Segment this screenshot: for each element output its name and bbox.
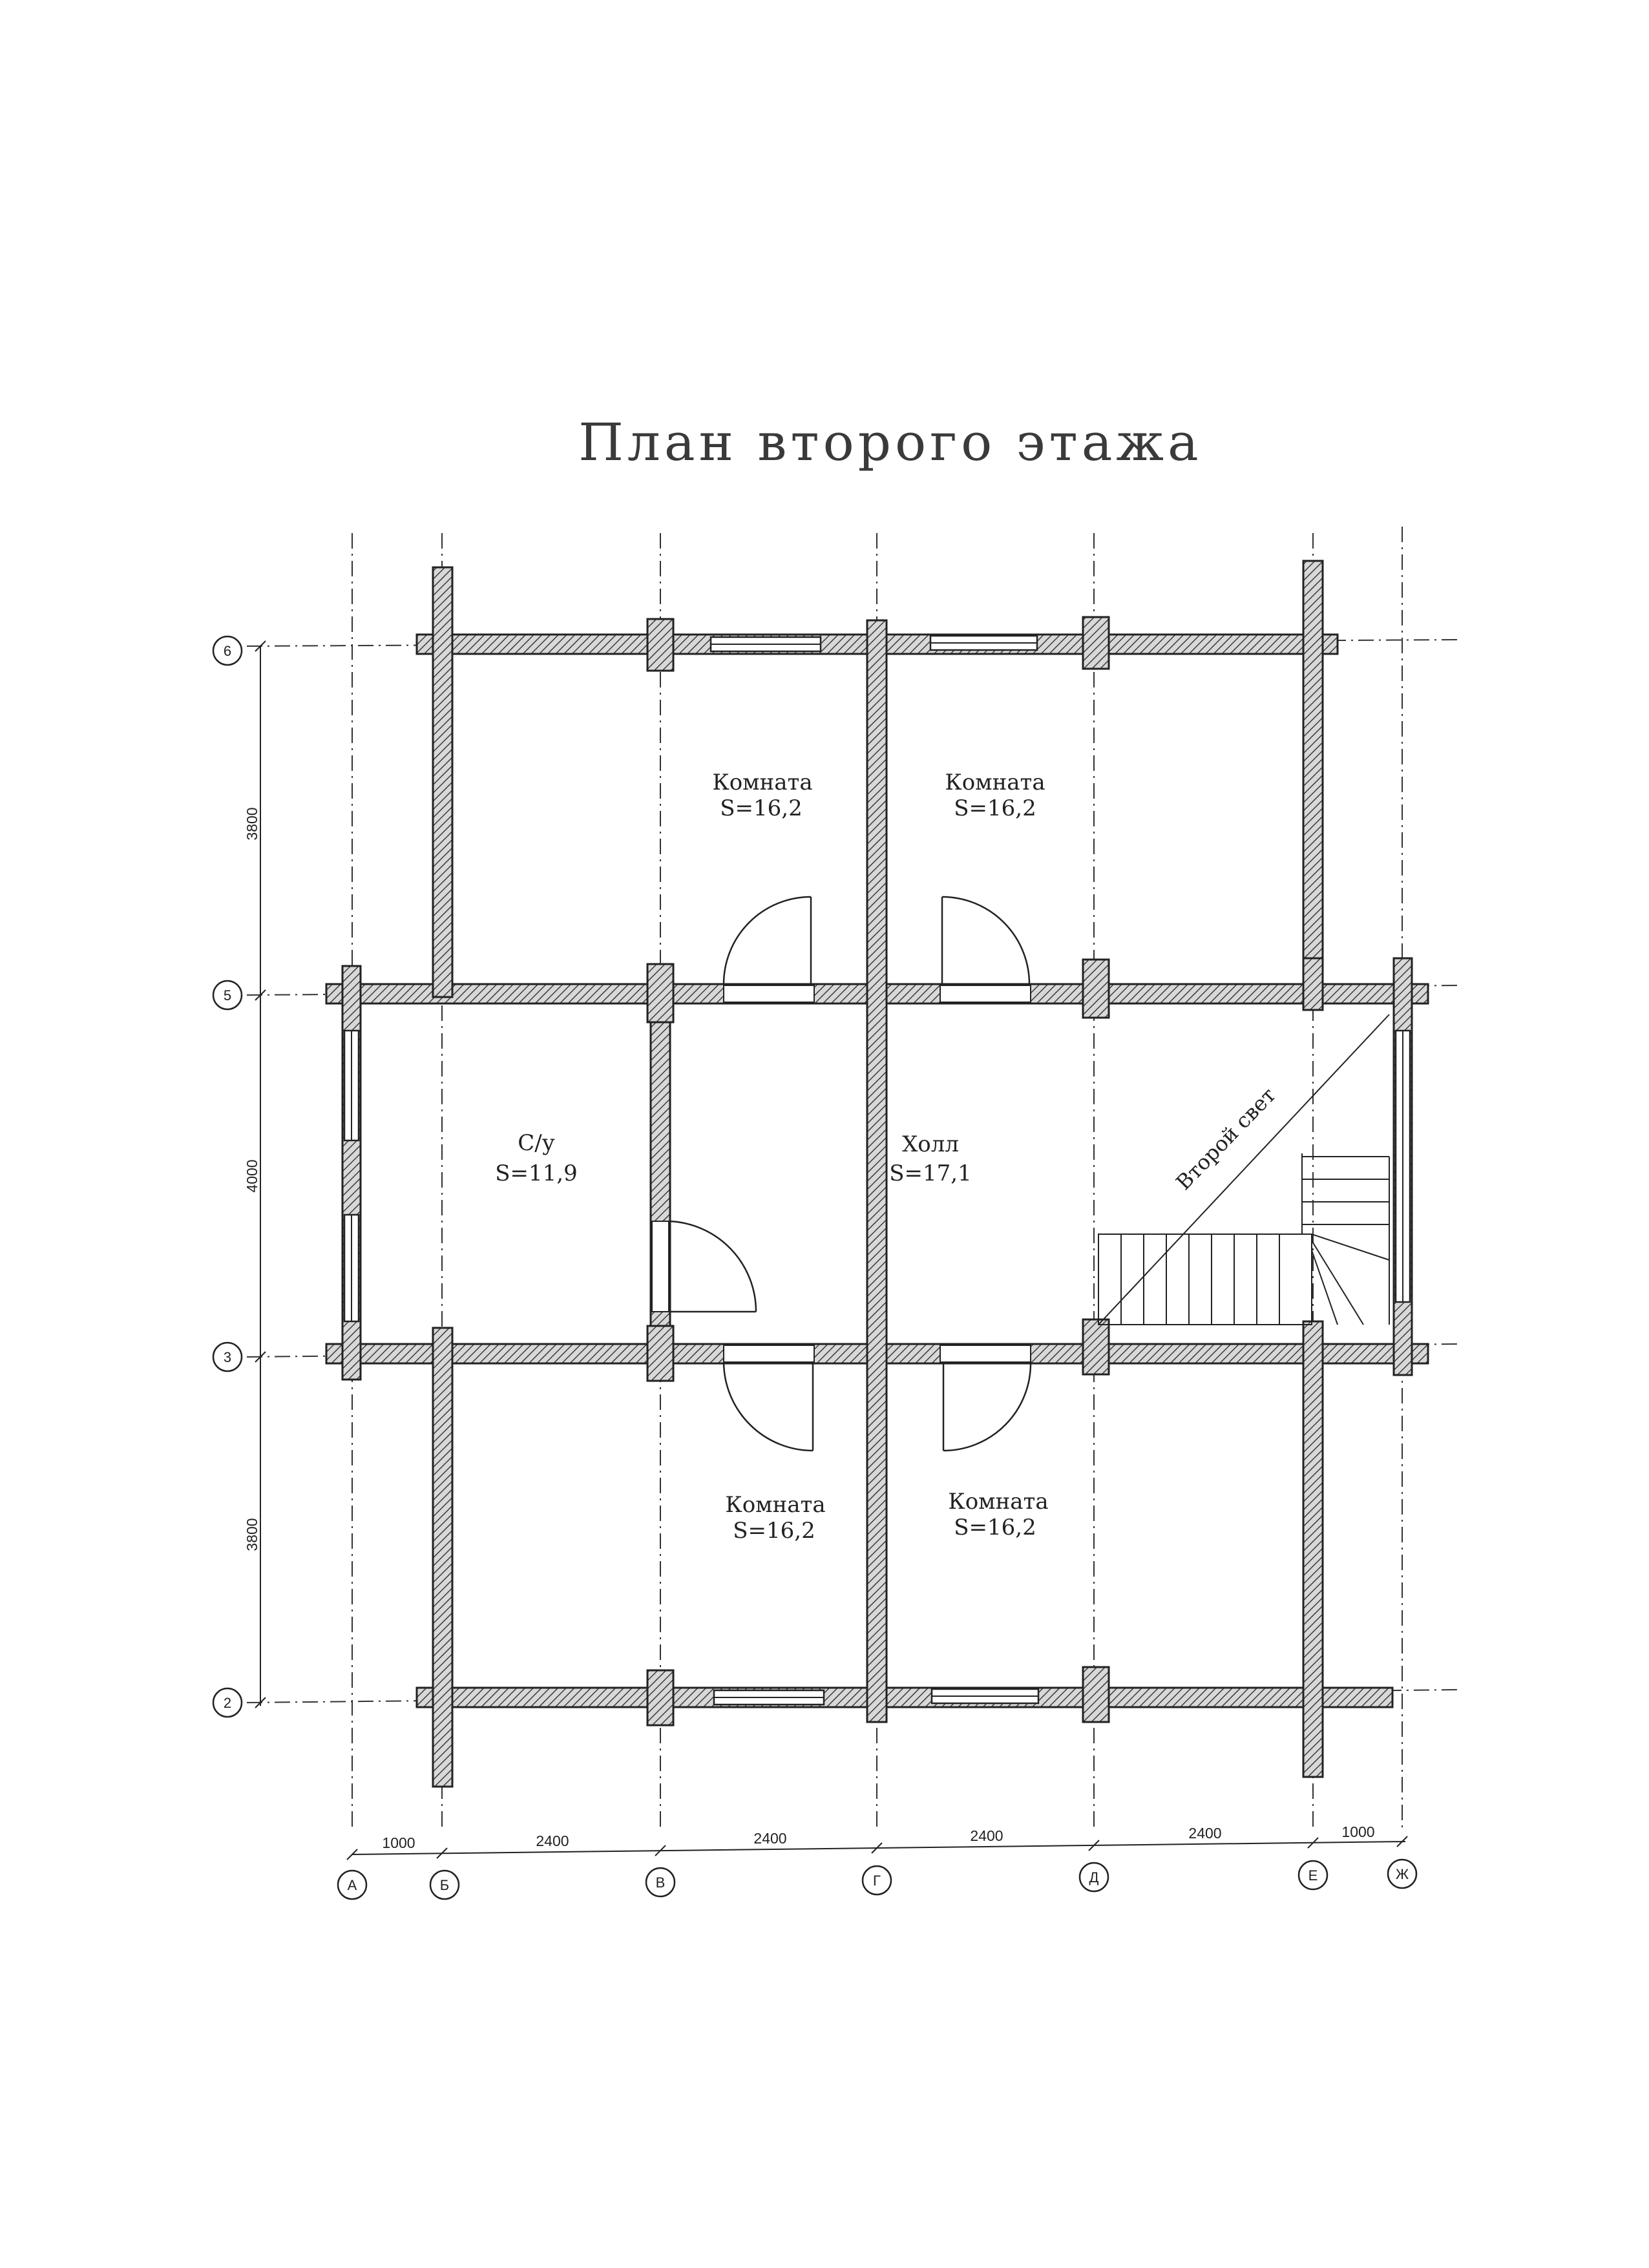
room-top-left-area: S=16,2 bbox=[720, 795, 802, 821]
axis-grid bbox=[246, 527, 1461, 1829]
axis-label-v: В bbox=[656, 1874, 666, 1891]
axis-bubble-6 bbox=[212, 635, 243, 666]
axis-label-2: 2 bbox=[224, 1695, 231, 1711]
hall-name: Холл bbox=[902, 1131, 959, 1157]
hall-area: S=17,1 bbox=[889, 1160, 971, 1186]
axis-bubble-b bbox=[429, 1869, 460, 1900]
axis-label-b: Б bbox=[440, 1877, 449, 1893]
walls bbox=[325, 560, 1429, 1788]
axis-label-a: А bbox=[348, 1877, 357, 1893]
room-top-right-name: Комната bbox=[945, 770, 1045, 795]
axis-label-d: Д bbox=[1089, 1869, 1099, 1885]
dim-h-4: 2400 bbox=[970, 1827, 1003, 1844]
dim-v-2: 4000 bbox=[244, 1159, 260, 1192]
axis-label-3: 3 bbox=[224, 1349, 231, 1365]
axis-label-e: Е bbox=[1308, 1867, 1318, 1884]
axis-bubble-d bbox=[1078, 1862, 1109, 1893]
axis-bubble-v bbox=[645, 1867, 676, 1898]
axis-label-zh: Ж bbox=[1396, 1866, 1409, 1882]
dim-h-6: 1000 bbox=[1341, 1823, 1374, 1840]
horizontal-dimensions: 1000 2400 2400 2400 2400 1000 bbox=[346, 1823, 1408, 1860]
axis-bubble-zh bbox=[1387, 1858, 1418, 1889]
dim-v-3: 3800 bbox=[244, 1518, 260, 1551]
axis-bubble-e bbox=[1297, 1860, 1329, 1891]
axis-bubble-3 bbox=[212, 1341, 243, 1372]
bathroom-name: С/у bbox=[518, 1130, 554, 1156]
doors bbox=[651, 896, 1032, 1452]
windows bbox=[343, 635, 1411, 1706]
stair-label: Второй свет bbox=[1171, 1083, 1280, 1195]
axis-bubble-5 bbox=[212, 980, 243, 1011]
room-top-left-name: Комната bbox=[712, 770, 812, 795]
vertical-dimensions: 3800 4000 3800 bbox=[244, 640, 266, 1708]
room-bottom-right-area: S=16,2 bbox=[954, 1515, 1036, 1540]
plan-title: План второго этажа bbox=[578, 412, 1202, 472]
axis-label-5: 5 bbox=[224, 987, 231, 1003]
axis-label-g: Г bbox=[873, 1873, 881, 1889]
dim-h-1: 1000 bbox=[382, 1834, 415, 1851]
axis-label-6: 6 bbox=[224, 643, 231, 659]
axis-bubbles-horizontal: 6 5 3 2 bbox=[212, 635, 243, 1718]
room-top-right-area: S=16,2 bbox=[954, 795, 1036, 821]
dim-h-5: 2400 bbox=[1188, 1825, 1221, 1842]
dim-v-1: 3800 bbox=[244, 807, 260, 840]
axis-bubble-g bbox=[861, 1865, 892, 1896]
room-labels: Комната S=16,2 Комната S=16,2 С/у S=11,9… bbox=[495, 770, 1048, 1544]
axis-bubble-2 bbox=[212, 1687, 243, 1718]
staircase bbox=[1098, 1014, 1390, 1325]
room-bottom-right-name: Комната bbox=[948, 1489, 1048, 1515]
dim-h-3: 2400 bbox=[753, 1830, 786, 1847]
axis-bubble-a bbox=[337, 1869, 368, 1900]
axis-bubbles-vertical: А Б В Г Д Е Ж bbox=[337, 1858, 1418, 1900]
dim-h-2: 2400 bbox=[536, 1832, 569, 1849]
room-bottom-left-name: Комната bbox=[725, 1492, 825, 1518]
room-bottom-left-area: S=16,2 bbox=[733, 1518, 815, 1544]
bathroom-area: S=11,9 bbox=[495, 1160, 577, 1186]
